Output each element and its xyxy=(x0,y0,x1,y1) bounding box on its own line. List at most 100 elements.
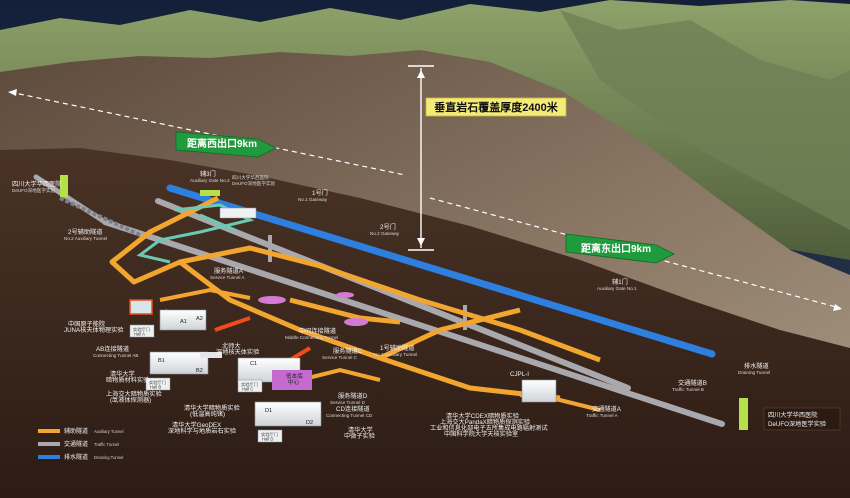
legend-swatch-draining xyxy=(38,455,60,459)
door-a-en: Hall A xyxy=(134,332,145,337)
juna-lab-block xyxy=(129,299,153,315)
hall-d2-label: D2 xyxy=(306,420,313,426)
door-d-box xyxy=(257,429,283,443)
traffic-b-cn: 交通隧道B xyxy=(678,379,707,387)
juna-line1: 中国原子能院 xyxy=(68,320,105,328)
tsinghua-dm-1: 清华大学暗物质实验 xyxy=(184,404,240,412)
scu-east-box xyxy=(763,407,841,431)
west-arrow-icon xyxy=(8,89,17,96)
tsinghua-geo-1: 清华大学GeoDEX xyxy=(172,421,221,429)
labels: 四川大学华西医院 DeUFO深地医学实验 辅3门 Auxiliary Gate … xyxy=(12,170,841,440)
depth-up-arrow-icon xyxy=(417,70,425,78)
red-link-2 xyxy=(214,316,251,332)
gate2-en: No.2 Gateway xyxy=(370,231,400,236)
legend-swatch-auxiliary xyxy=(38,429,60,433)
teal-connector-east xyxy=(199,213,236,232)
drain-en: Draining Tunnel xyxy=(738,370,770,375)
depth-down-arrow-icon xyxy=(417,238,425,246)
legend-cn-traffic: 交通隧道 xyxy=(64,440,88,448)
door-a-box xyxy=(129,324,155,338)
hall-a2-label: A2 xyxy=(196,316,203,322)
hall-b-block xyxy=(149,351,209,375)
legend-en-traffic: Traffic Tunnel xyxy=(94,442,119,447)
service-d-en: Service Tunnel D xyxy=(330,400,366,405)
aux-gate1-en: Auxiliary Gate No.1 xyxy=(597,286,637,291)
center-2: 中心 xyxy=(288,378,300,386)
draining-tunnel xyxy=(166,184,716,358)
mountain-ridge-right xyxy=(560,10,850,230)
combo-line1: 清华大学CDEX暗物质实验 xyxy=(446,412,520,420)
west-exit-text: 距离西出口9km xyxy=(187,137,257,150)
hall-a-block xyxy=(159,309,207,331)
aux1-en: No.1 Auxiliary Tunnel xyxy=(374,352,417,357)
pink-pod-3 xyxy=(336,292,354,298)
tsinghua-mat-2: 暗物质材料实验 xyxy=(106,376,150,384)
east-lime-shaft xyxy=(739,398,748,430)
pink-pod-1 xyxy=(258,296,286,304)
hall-b1-label: B1 xyxy=(158,358,165,364)
scu-small-en: DeUFO深地医学实验 xyxy=(232,180,276,187)
door-c-en: Hall C xyxy=(242,387,253,392)
scu-small-cn: 四川大学华西医院 xyxy=(232,174,269,181)
traffic-a-en: Traffic Tunnel A xyxy=(586,413,619,418)
ab-cn: AB连接隧道 xyxy=(96,345,129,353)
tsinghua-neu-2: 中微子实验 xyxy=(344,432,376,440)
pink-pod-2 xyxy=(344,318,368,326)
center-1: 低本底 xyxy=(286,372,303,380)
auxiliary-tunnel-no1 xyxy=(378,307,521,361)
tsinghua-neu-1: 清华大学 xyxy=(348,426,373,434)
legend-cn-auxiliary: 辅助隧道 xyxy=(64,427,88,435)
middle-connecting-tunnel xyxy=(289,297,401,325)
juna-line2: JUNA核天体物理实验 xyxy=(64,326,124,334)
legend-en-auxiliary: Auxiliary Tunnel xyxy=(94,429,124,434)
gate1-en: No.1 Gateway xyxy=(298,197,328,202)
door-b-en: Hall B xyxy=(150,385,161,390)
experimental-halls: A1 A2 实验厅门 Hall A B1 B2 实验厅门 Hall B C1 C… xyxy=(129,207,557,443)
hall-d1-label: D1 xyxy=(265,408,272,414)
cd-cn: CD连接隧道 xyxy=(336,405,370,413)
cjpl-i-block xyxy=(521,379,557,403)
service-a-en: Service Tunnel A xyxy=(210,275,245,280)
tsinghua-mat-1: 清华大学 xyxy=(110,370,135,378)
service-c-en: Service Tunnel C xyxy=(322,355,358,360)
door-c-label: 实验厅门 xyxy=(241,381,258,388)
scu-east-cn: 四川大学华西医院 xyxy=(768,411,818,419)
west-distance-line xyxy=(9,91,406,176)
bnu-2: 深地核天体实验 xyxy=(216,348,260,356)
aux-gate1-cn: 辅1门 xyxy=(612,278,628,286)
aux-gate3-cn: 辅3门 xyxy=(200,170,216,178)
combo-line2: 上海交大PandaX暗物质探测实验 xyxy=(440,418,531,426)
hall-d-block xyxy=(254,401,322,427)
east-arrow-icon xyxy=(833,304,842,311)
west-exit-sign xyxy=(175,131,277,158)
east-distance-line xyxy=(429,197,841,309)
service-c-cn: 服务隧道C xyxy=(333,347,363,355)
east-exit-sign xyxy=(565,233,675,264)
hall-a1-label: A1 xyxy=(180,319,187,325)
scu-small-lab xyxy=(219,207,257,219)
auxiliary-tunnel-no2 xyxy=(59,196,141,237)
shjt-mat-1: 上海交大暗物质实验 xyxy=(106,390,162,398)
connecting-tunnel-cd xyxy=(299,367,381,382)
tsinghua-geo-2: 深地科学与地质岩石实验 xyxy=(168,427,237,435)
door-b-box xyxy=(145,377,171,391)
drain-cn: 排水隧道 xyxy=(744,362,769,370)
west-lime-shaft xyxy=(60,175,68,197)
connecting-tunnel-ab xyxy=(159,287,251,302)
gate2-cn: 2号门 xyxy=(380,223,396,231)
depth-note-box xyxy=(425,97,567,117)
small-lab-block xyxy=(200,352,222,358)
combo-line3: 工业和信息化部电子五所集成电路辐射测试 xyxy=(430,424,548,432)
hall-c1-label: C1 xyxy=(250,361,257,367)
middle-en: Middle Connecting Tunnel xyxy=(285,335,338,340)
east-exit-text: 距离东出口9km xyxy=(581,242,651,255)
legend-en-draining: Draining Tunnel xyxy=(94,455,123,460)
ab-en: Connecting Tunnel AB xyxy=(93,353,138,358)
scu-west-cn: 四川大学华西医院 xyxy=(12,180,62,188)
service-d-cn: 服务隧道D xyxy=(338,392,368,400)
aux-gate3-en: Auxiliary Gate No.3 xyxy=(190,178,230,183)
traffic-b-en: Traffic Tunnel B xyxy=(672,387,704,392)
underground-earth xyxy=(0,148,850,498)
